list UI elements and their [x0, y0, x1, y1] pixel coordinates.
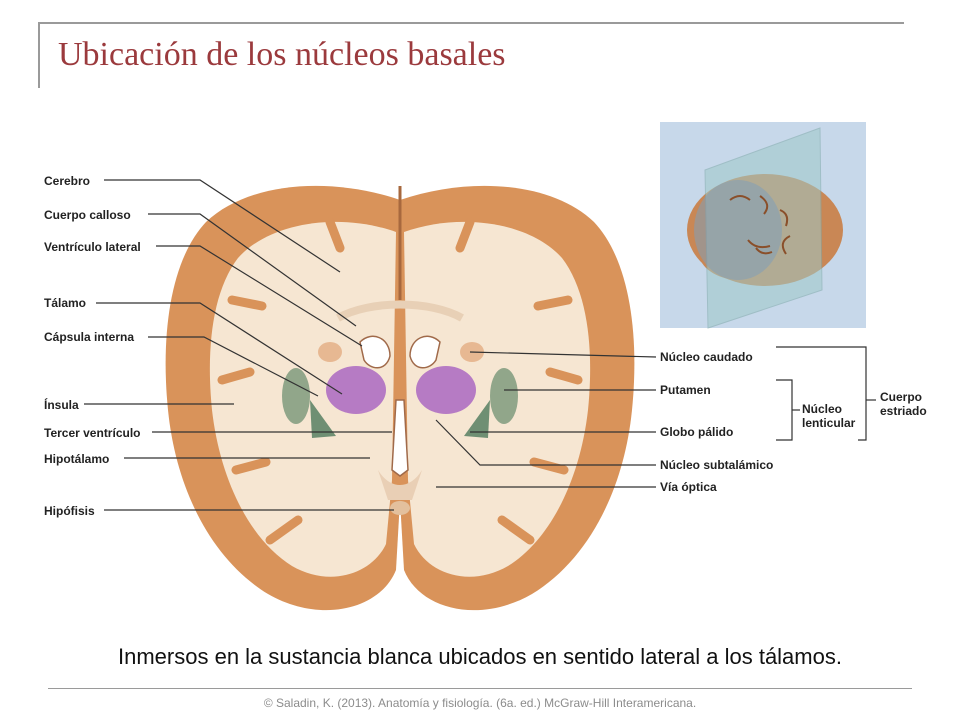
slide-caption: Inmersos en la sustancia blanca ubicados…	[118, 644, 842, 669]
label-capsula-interna: Cápsula interna	[44, 330, 135, 344]
label-nucleo-lenticular-line1: Núcleo	[802, 402, 843, 416]
label-cerebro: Cerebro	[44, 174, 91, 188]
inset-brain-plane	[660, 122, 866, 329]
right-leader-lines	[435, 351, 657, 488]
label-ventriculo-lateral: Ventrículo lateral	[44, 240, 141, 254]
left-leader-lines	[84, 179, 394, 511]
label-nucleo-caudado: Núcleo caudado	[660, 350, 753, 364]
group-brackets	[776, 346, 876, 441]
label-tercer-ventriculo: Tercer ventrículo	[44, 426, 141, 440]
slide-title: Ubicación de los núcleos basales	[58, 36, 506, 73]
label-nucleo-lenticular-line2: lenticular	[802, 416, 856, 430]
bottom-rule	[48, 688, 912, 689]
source-credit: © Saladin, K. (2013). Anatomía y fisiolo…	[263, 696, 697, 710]
label-cuerpo-calloso: Cuerpo calloso	[44, 208, 131, 222]
top-rule	[40, 22, 904, 24]
coronal-section	[165, 185, 635, 611]
label-globo-palido: Globo pálido	[660, 425, 734, 439]
label-cuerpo-estriado-line2: estriado	[880, 404, 927, 418]
label-putamen: Putamen	[660, 383, 711, 397]
label-talamo: Tálamo	[44, 296, 87, 310]
label-hipotalamo: Hipotálamo	[44, 452, 110, 466]
label-cuerpo-estriado-line1: Cuerpo	[880, 390, 922, 404]
label-insula: Ínsula	[44, 398, 79, 412]
label-hipofisis: Hipófisis	[44, 504, 95, 518]
label-nucleo-subtalamico: Núcleo subtalámico	[660, 458, 774, 472]
label-via-optica: Vía óptica	[660, 480, 717, 494]
left-rule	[38, 22, 40, 88]
